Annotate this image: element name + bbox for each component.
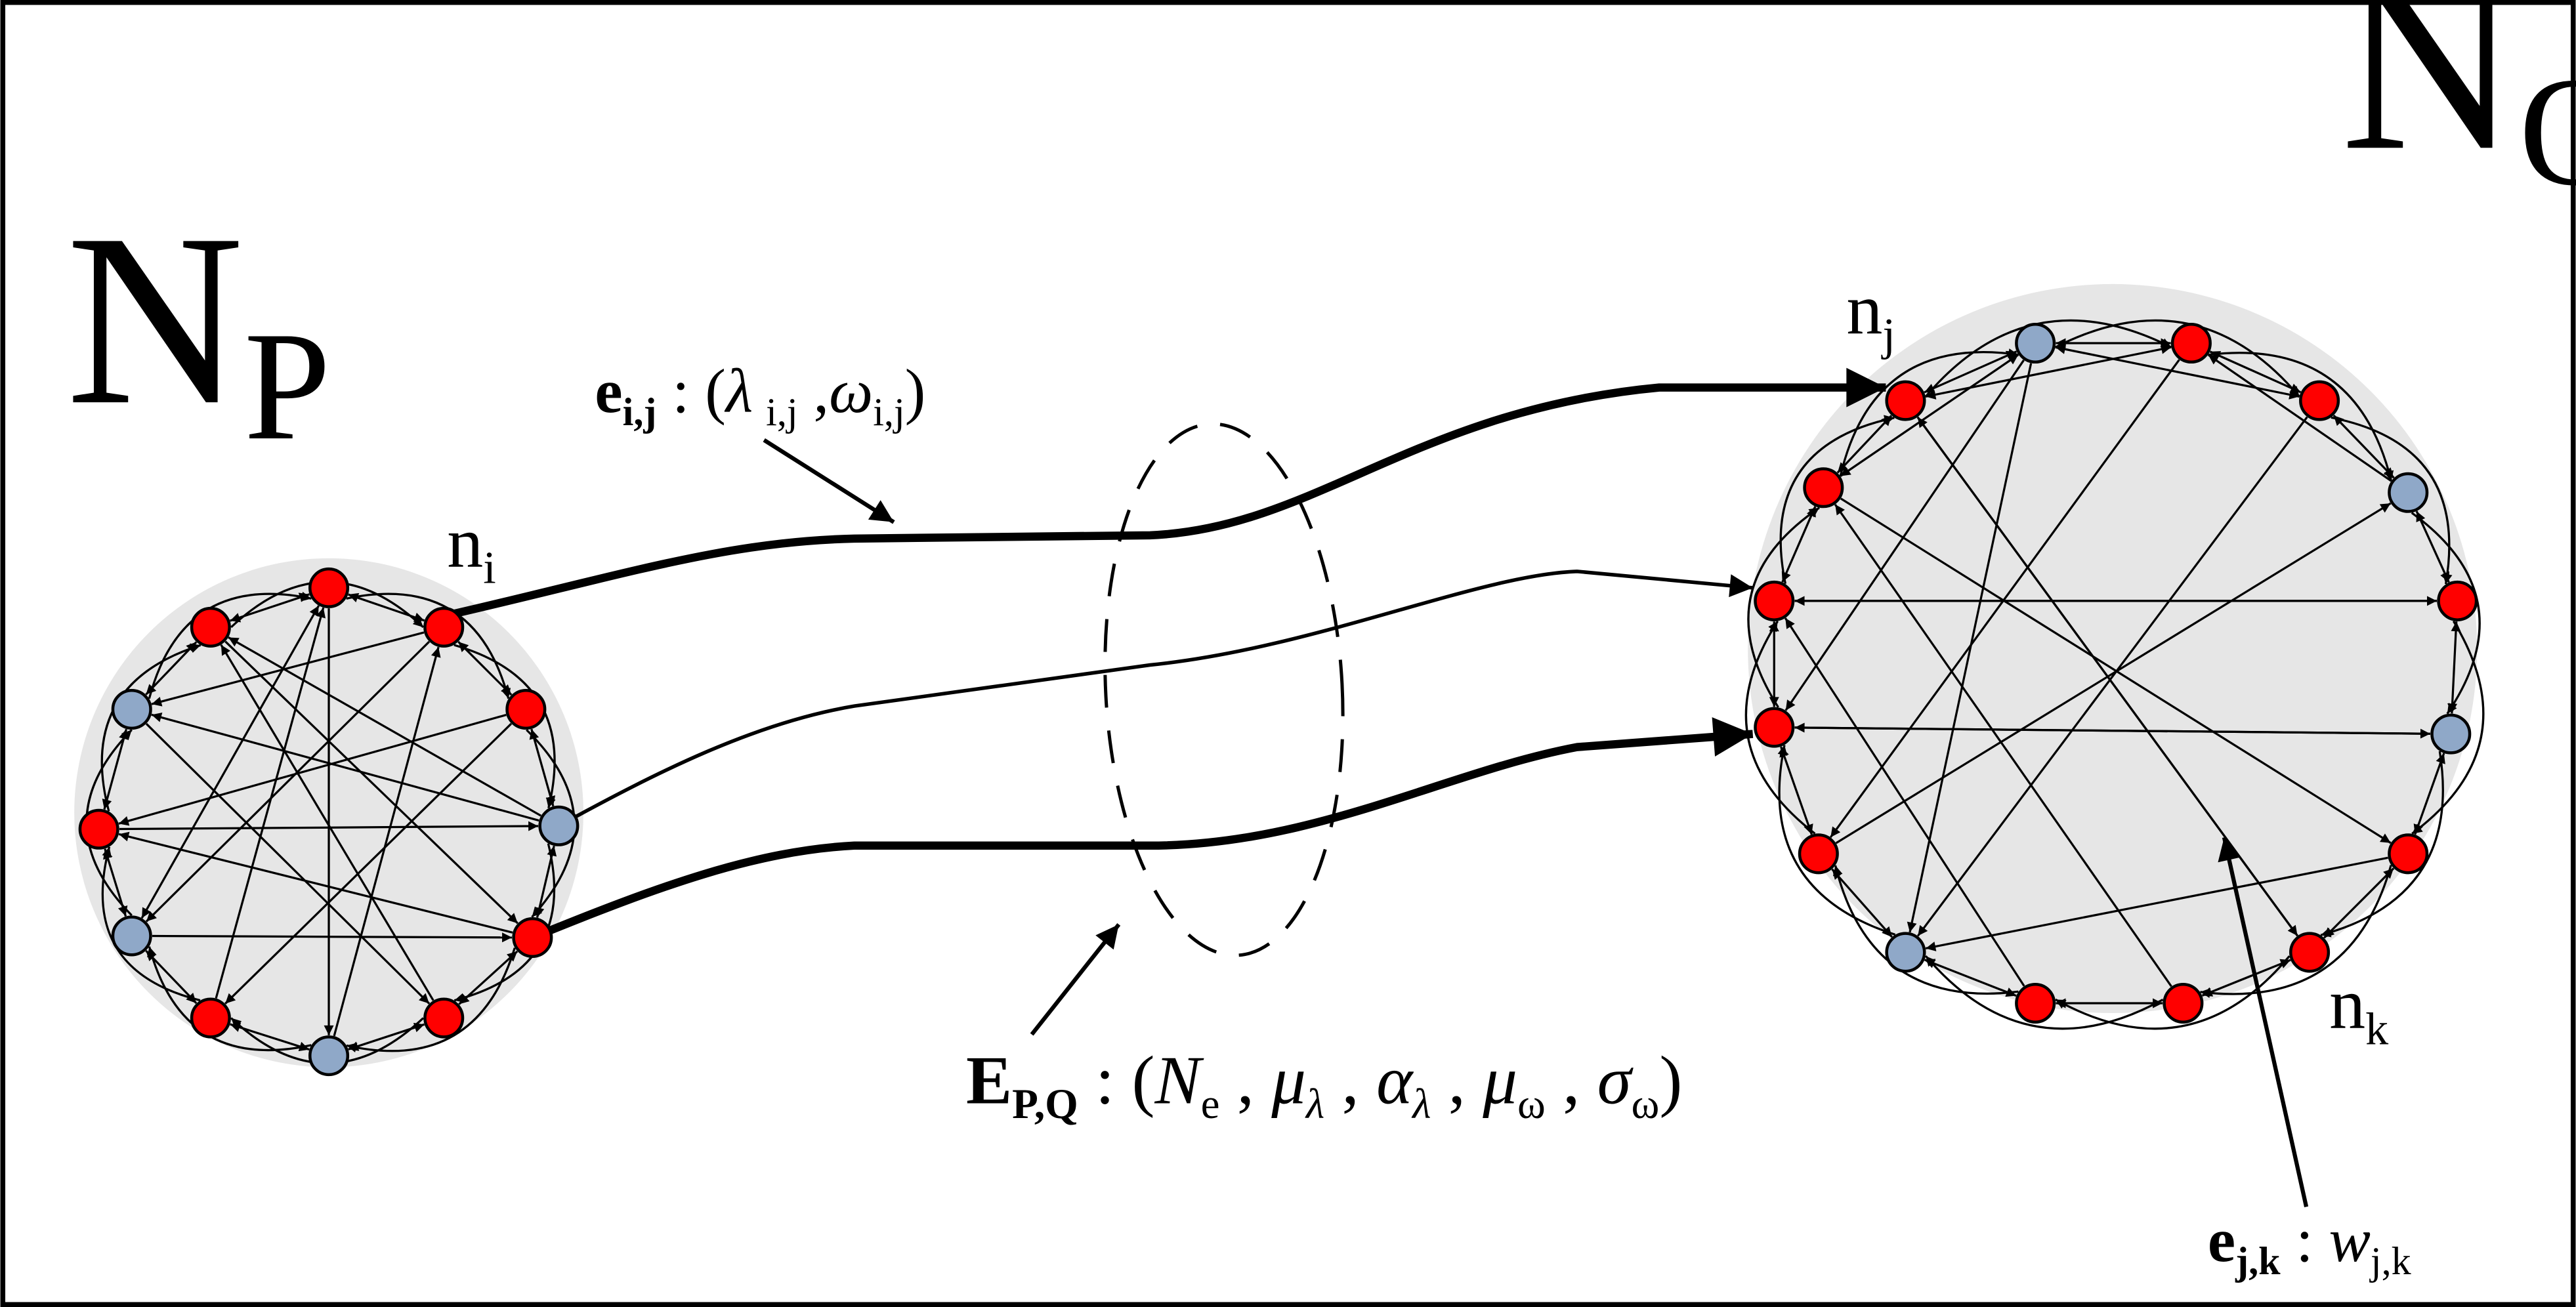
internal-edge [145, 949, 198, 1005]
excitatory-node [505, 689, 547, 730]
excitatory-node [1754, 707, 1795, 748]
internal-edge [1924, 959, 2017, 997]
node-i-label: ni [447, 502, 496, 593]
internal-edge [2207, 354, 2392, 482]
inhibitory-node [538, 805, 580, 846]
internal-edge [2333, 415, 2395, 479]
edge-ij-pointer-arrow [763, 438, 895, 524]
internal-edge [529, 728, 556, 807]
internal-edge [2411, 512, 2481, 715]
cluster-q-nodes [1754, 322, 2478, 1024]
internal-edge [2415, 510, 2450, 583]
internal-edge [1834, 503, 2172, 987]
internal-edge [1829, 359, 2180, 838]
inhibitory-node [2388, 472, 2429, 513]
internal-edge [1835, 502, 2392, 844]
network-p-label: NP [66, 184, 331, 472]
internal-edge [1781, 506, 1817, 583]
edge-ij-thick-top [444, 367, 1886, 620]
edge-jk-label: ej,k : wj,k [2208, 1205, 2412, 1283]
excitatory-node [2163, 983, 2204, 1024]
inhibitory-node [111, 915, 152, 957]
internal-edge [1925, 856, 2388, 951]
internal-edge [1831, 868, 1893, 938]
internal-edge [152, 932, 513, 943]
internal-edge [1777, 745, 1896, 936]
excitatory-node [2437, 580, 2478, 621]
internal-edge [2201, 959, 2291, 997]
excitatory-node [1885, 380, 1926, 421]
internal-edge [2331, 416, 2453, 585]
internal-edge [2447, 621, 2461, 714]
internal-edge [2413, 753, 2445, 835]
internal-edge [1794, 726, 2431, 739]
excitatory-node [190, 606, 231, 648]
excitatory-node [2015, 983, 2056, 1024]
internal-edge [1747, 507, 1820, 708]
internal-edge [102, 728, 129, 810]
excitatory-node [1754, 580, 1795, 621]
internal-edge [224, 722, 513, 1005]
excitatory-node [423, 997, 465, 1039]
internal-edge [333, 646, 441, 1037]
internal-edge [140, 605, 320, 919]
edge-bundle-ellipse [1103, 422, 1345, 957]
inhibitory-node [308, 1035, 350, 1077]
inhibitory-node [2015, 322, 2056, 364]
excitatory-node [2289, 932, 2331, 973]
internal-edge [2411, 620, 2485, 835]
internal-edge [457, 640, 513, 696]
excitatory-node [308, 567, 350, 608]
node-k-label: nk [2329, 964, 2389, 1055]
excitatory-node [423, 606, 465, 648]
excitatory-node [190, 997, 231, 1039]
network-q-label: NQ [2341, 0, 2576, 218]
edge-middle-thin [558, 570, 1753, 828]
internal-edge [1924, 955, 2164, 1030]
internal-edge [2323, 867, 2395, 939]
inhibitory-node [1885, 932, 1926, 973]
excitatory-node [2170, 322, 2212, 364]
excitatory-node [2388, 833, 2429, 875]
edge-bottom-thick [530, 717, 1754, 942]
excitatory-node [2299, 380, 2340, 421]
cluster-p-internal-edges [85, 581, 576, 1065]
cluster-p-nodes [78, 567, 580, 1077]
node-j-label: nj [1846, 269, 1895, 360]
internal-edge [2055, 955, 2291, 1030]
edge-jk-pointer-arrow [2218, 837, 2309, 1208]
edge-pq-label: EP,Q : (Ne , μλ , αλ , μω , σω) [966, 1042, 1682, 1129]
inhibitory-node [2430, 713, 2472, 755]
internal-edge [2200, 865, 2392, 999]
excitatory-node [1798, 833, 1839, 875]
excitatory-node [1803, 467, 1844, 508]
internal-edge [2320, 751, 2444, 938]
internal-edge [1916, 416, 2308, 937]
edge-pq-pointer-arrow [1030, 923, 1121, 1036]
internal-edge [1779, 746, 1813, 835]
inhibitory-node [111, 689, 152, 730]
excitatory-node [512, 917, 553, 958]
excitatory-node [78, 808, 119, 850]
